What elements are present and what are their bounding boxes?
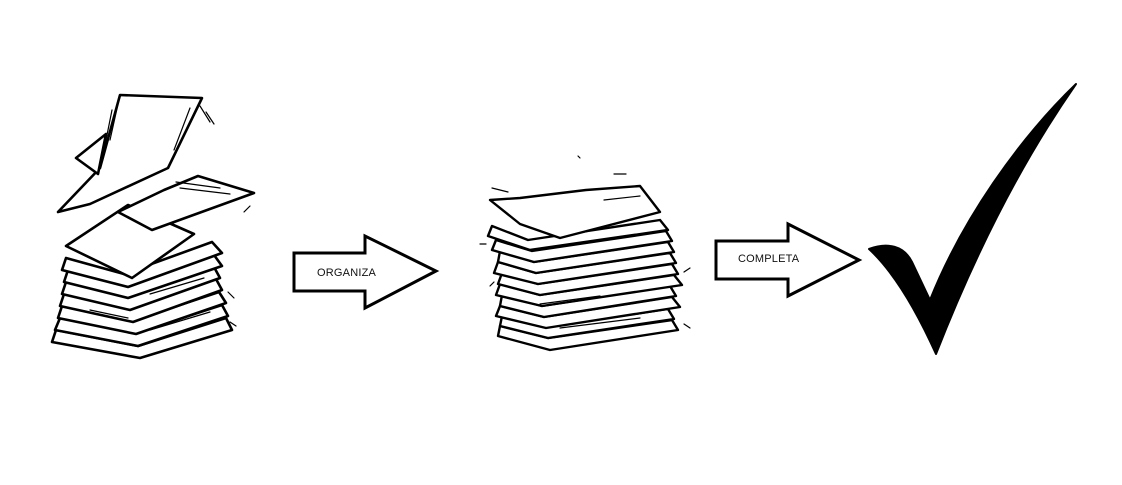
arrow-organiza-shape <box>292 233 440 311</box>
messy-pile-texture-lines <box>89 103 251 331</box>
arrow-completa-shape <box>714 221 863 299</box>
arrow-label-completa: COMPLETA <box>738 253 800 265</box>
neat-paper-stack-icon <box>486 184 684 352</box>
messy-paper-pile-icon <box>50 93 256 360</box>
neat-stack-texture-lines <box>479 155 691 329</box>
checkmark-icon <box>868 83 1077 355</box>
arrow-label-organiza: ORGANIZA <box>317 267 377 279</box>
